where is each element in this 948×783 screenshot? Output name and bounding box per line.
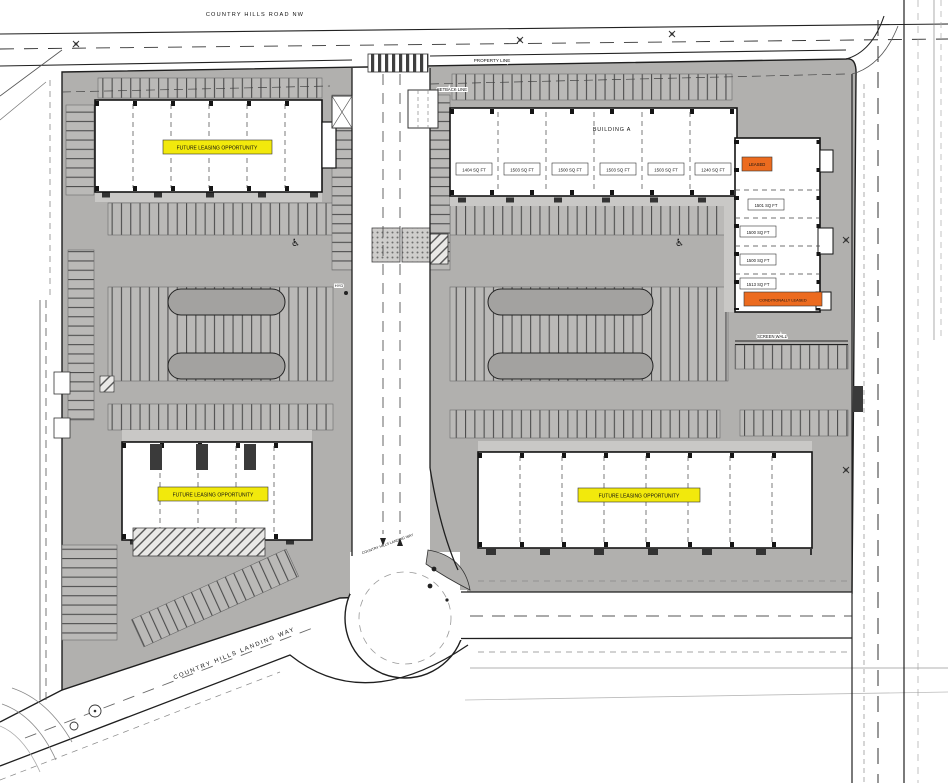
- vestibule: [196, 444, 208, 470]
- building-a: BUILDING A 1404 SQ FT 1503 SQ FT 1500 SQ…: [449, 107, 738, 203]
- future-leasing-label-sw: FUTURE LEASING OPPORTUNITY: [173, 493, 254, 499]
- utility-pad: [53, 371, 71, 395]
- building-a-label: BUILDING A: [593, 127, 631, 133]
- utility-pad: [53, 417, 71, 439]
- parking-island: [487, 352, 654, 380]
- vestibule: [150, 444, 162, 470]
- walkway: [478, 441, 812, 451]
- traffic-arrow-icon: [397, 538, 403, 546]
- entry-drive: [352, 68, 430, 568]
- accessible-parking-icon: ♿: [675, 238, 684, 249]
- conditionally-leased-highlight: [743, 291, 823, 307]
- screen-wall-label: SCREEN WALL: [757, 334, 788, 339]
- leased-label: LEASED: [749, 162, 766, 167]
- hydrant-label: HYD: [335, 283, 344, 288]
- stall-row: [449, 202, 729, 236]
- annotations: PROPERTY LINE SETBACK LINE SCREEN WALL H…: [0, 53, 863, 773]
- south-road: COUNTRY HILLS LANDING WAY COUNTRY HILLS …: [0, 68, 948, 781]
- unit-sqft-label: 1404 SQ FT: [462, 167, 486, 172]
- parking-island: [167, 352, 286, 380]
- construction-hatch: [132, 527, 266, 557]
- tree-icon: [427, 583, 433, 589]
- monument-sign: [407, 89, 439, 129]
- unit-sqft-label: 1501 SQ FT: [755, 203, 778, 208]
- stall-row: [734, 344, 849, 370]
- light-pole-icon: [842, 236, 850, 244]
- building-northwest: FUTURE LEASING OPPORTUNITY: [94, 99, 337, 198]
- stall-row: [131, 548, 299, 648]
- walkway: [450, 196, 737, 206]
- unit-sqft-label: 1503 SQ FT: [606, 167, 630, 172]
- future-leasing-highlight-se: [577, 487, 701, 503]
- landscape-islands: [167, 288, 654, 380]
- tree-icon: [69, 721, 79, 731]
- walkway: [724, 138, 735, 312]
- building-a-unit-tags: 1404 SQ FT 1503 SQ FT 1500 SQ FT 1503 SQ…: [455, 162, 732, 176]
- unit-sqft-label: 1500 SQ FT: [558, 167, 582, 172]
- patio-bump: [819, 149, 834, 173]
- unit-sqft-label: 1513 SQ FT: [747, 282, 770, 287]
- building-southeast: FUTURE LEASING OPPORTUNITY: [477, 451, 813, 555]
- future-leasing-label-se: FUTURE LEASING OPPORTUNITY: [599, 494, 680, 500]
- traffic-arrow-icon: [380, 538, 386, 546]
- parking-island: [167, 288, 286, 316]
- stall-row: [451, 73, 733, 101]
- unit-sqft-label: 1500 SQ FT: [747, 230, 770, 235]
- unit-sqft-label: 1240 SQ FT: [701, 167, 725, 172]
- curb-ramp-pad: [371, 227, 401, 263]
- east-road: [842, 0, 942, 783]
- north-road: COUNTRY HILLS ROAD NW: [0, 12, 948, 121]
- stall-row: [61, 544, 118, 641]
- property-line-label: PROPERTY LINE: [474, 58, 511, 63]
- stair-bump: [321, 121, 337, 169]
- building-southwest: FUTURE LEASING OPPORTUNITY: [121, 441, 313, 557]
- walkway: [122, 430, 312, 441]
- crosswalk: [367, 53, 429, 73]
- accessible-parking-icon: ♿: [291, 238, 300, 249]
- light-pole-icon: [842, 466, 850, 474]
- stall-row: [107, 202, 334, 236]
- building-east-wing: LEASED 1501 SQ FT 1500 SQ FT 1500 SQ FT …: [734, 137, 834, 313]
- light-pole-icon: [668, 30, 676, 38]
- east-wing-unit-tags: 1501 SQ FT 1500 SQ FT 1500 SQ FT 1513 SQ…: [739, 198, 785, 290]
- parking-island: [487, 288, 654, 316]
- setback-line-label: SETBACK LINE: [437, 87, 467, 92]
- future-leasing-highlight-sw: [157, 486, 269, 502]
- curb-ramp-pad: [401, 227, 431, 263]
- transformer-pad: [99, 375, 115, 393]
- stall-row: [107, 403, 334, 431]
- unit-sqft-label: 1503 SQ FT: [654, 167, 678, 172]
- future-leasing-label-nw: FUTURE LEASING OPPORTUNITY: [177, 146, 258, 152]
- pylon-sign: [853, 386, 863, 412]
- hydrant-icon: [344, 291, 348, 295]
- stall-row: [739, 409, 849, 437]
- future-leasing-highlight-nw: [162, 139, 273, 155]
- vestibule: [244, 444, 256, 470]
- conditionally-leased-label: CONDITIONALLY LEASED: [759, 298, 807, 303]
- stall-row: [449, 409, 721, 439]
- center-drive: [352, 68, 449, 568]
- tree-icon: [431, 566, 437, 572]
- trash-enclosure: [429, 233, 449, 265]
- patio-bump: [817, 227, 834, 255]
- unit-sqft-label: 1500 SQ FT: [747, 258, 770, 263]
- stall-row: [67, 249, 95, 421]
- stall-row: [97, 77, 323, 99]
- unit-sqft-label: 1503 SQ FT: [510, 167, 534, 172]
- stall-row: [65, 104, 95, 196]
- light-pole-icon: [516, 36, 524, 44]
- north-road-label: COUNTRY HILLS ROAD NW: [206, 12, 304, 18]
- leased-highlight: [741, 156, 773, 172]
- light-pole-icon: [72, 40, 80, 48]
